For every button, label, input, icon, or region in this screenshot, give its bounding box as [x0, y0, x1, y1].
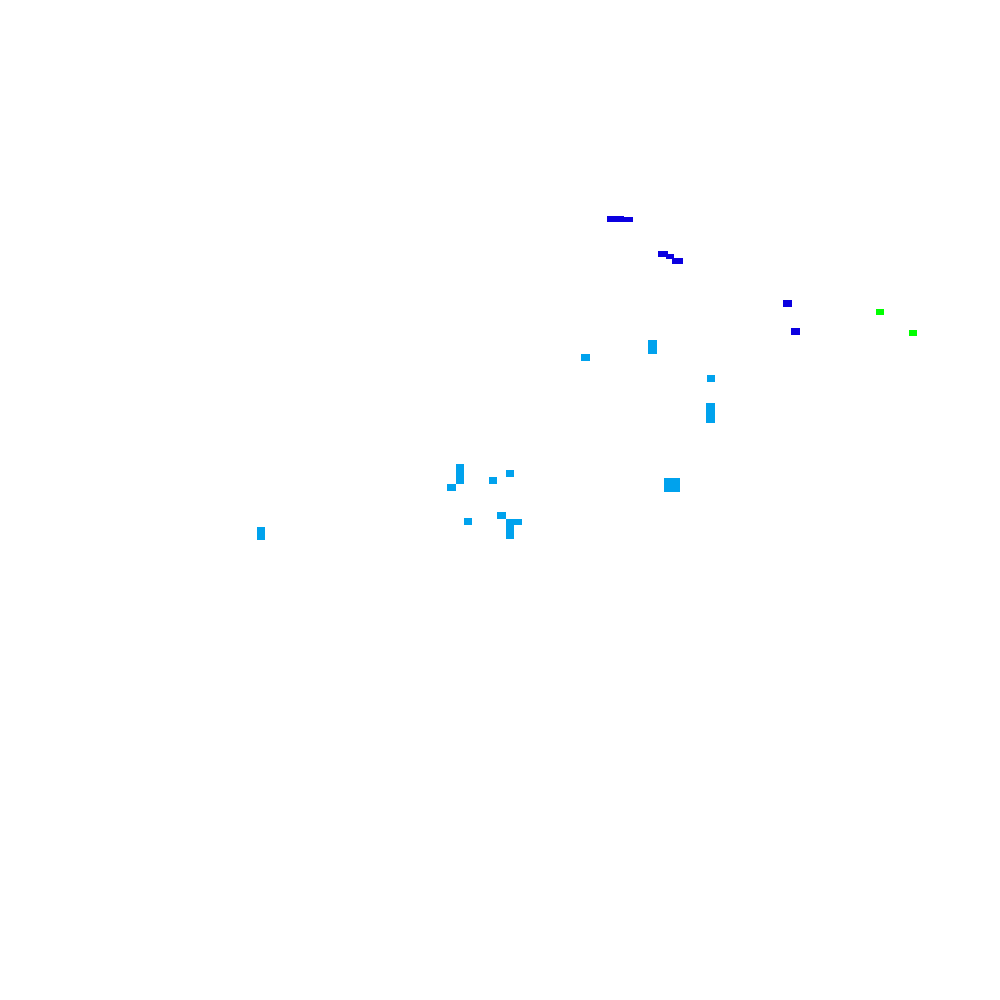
light-blue-dot-7-segment — [497, 512, 506, 519]
dark-blue-stroke-2-segment — [666, 254, 674, 259]
light-blue-bar-2-segment — [706, 403, 715, 423]
light-blue-dot-1-segment — [581, 354, 590, 361]
light-blue-dot-3 — [447, 484, 456, 491]
dark-blue-stroke-1-segment — [620, 217, 633, 222]
light-blue-dot-4 — [489, 477, 497, 484]
light-blue-dot-4-segment — [489, 477, 497, 484]
light-blue-bar-4-segment — [257, 527, 265, 540]
light-blue-bar-1-segment — [648, 340, 657, 354]
dark-blue-dot-2-segment — [791, 328, 800, 335]
green-dot-2-segment — [909, 330, 917, 336]
dark-blue-dot-1-segment — [783, 300, 792, 307]
light-blue-dot-1 — [581, 354, 590, 361]
dark-blue-dot-2 — [791, 328, 800, 335]
light-blue-dot-3-segment — [447, 484, 456, 491]
dark-blue-stroke-2 — [658, 251, 683, 264]
green-dot-1 — [876, 309, 884, 315]
light-blue-bar-4 — [257, 527, 265, 540]
light-blue-square — [664, 478, 680, 492]
light-blue-square-segment — [664, 478, 680, 492]
light-blue-bar-1 — [648, 340, 657, 354]
light-blue-dot-5-segment — [506, 470, 514, 477]
light-blue-l-shape — [506, 519, 522, 539]
dark-blue-dot-1 — [783, 300, 792, 307]
dark-blue-stroke-2-segment — [672, 258, 683, 264]
green-dot-1-segment — [876, 309, 884, 315]
light-blue-bar-3-segment — [456, 464, 464, 484]
light-blue-dot-6 — [464, 518, 472, 525]
light-blue-l-shape-segment — [506, 519, 514, 539]
light-blue-dot-2-segment — [707, 375, 715, 382]
dark-blue-stroke-1-segment — [607, 216, 624, 222]
light-blue-dot-5 — [506, 470, 514, 477]
marks-layer — [257, 216, 917, 540]
dark-blue-stroke-1 — [607, 216, 633, 222]
light-blue-dot-7 — [497, 512, 506, 519]
green-dot-2 — [909, 330, 917, 336]
light-blue-dot-2 — [707, 375, 715, 382]
light-blue-dot-6-segment — [464, 518, 472, 525]
light-blue-bar-3 — [456, 464, 464, 484]
dark-blue-stroke-2-segment — [658, 251, 668, 257]
light-blue-bar-2 — [706, 403, 715, 423]
